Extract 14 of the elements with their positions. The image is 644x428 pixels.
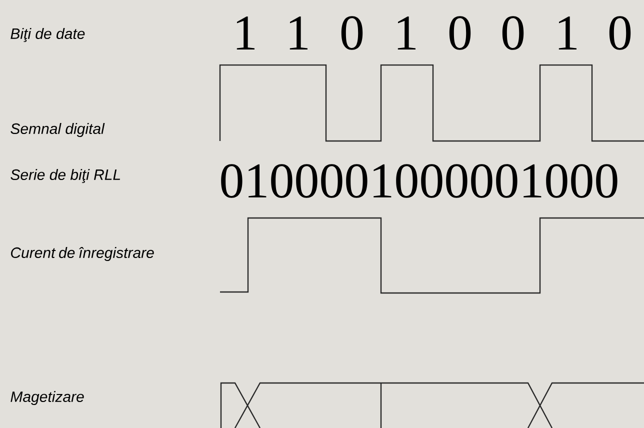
data-bit: 0	[449, 16, 471, 50]
row-label: Semnal digital	[10, 123, 105, 137]
rll-bit-sequence: 0100001000001000	[221, 164, 618, 198]
row-label: Curent de înregistrare	[11, 247, 154, 261]
data-bit: 1	[290, 16, 308, 50]
data-bit: 0	[341, 16, 363, 50]
row-label: Biţi de date	[10, 28, 85, 42]
row-label: Magetizare	[10, 391, 84, 405]
data-bit: 0	[609, 16, 631, 50]
data-bit: 0	[502, 16, 524, 50]
row-label: Serie de biţi RLL	[10, 169, 120, 183]
data-bit: 1	[398, 16, 416, 50]
data-bit: 1	[558, 16, 577, 50]
data-bit: 1	[236, 16, 254, 50]
